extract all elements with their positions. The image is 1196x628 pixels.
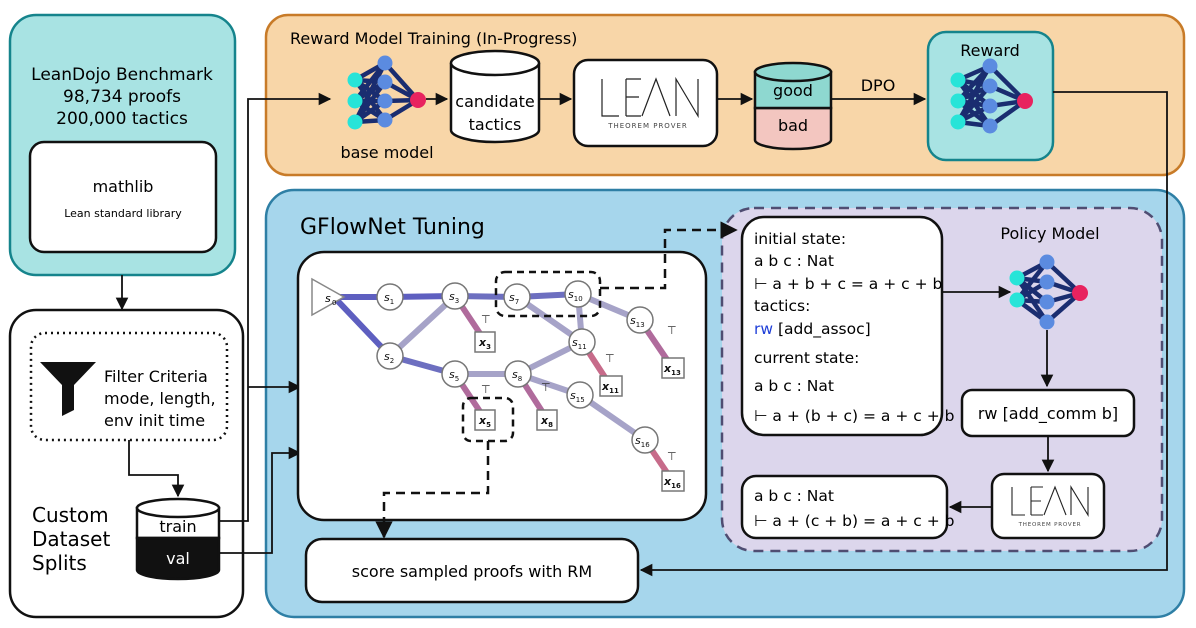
lean-logo-bottom — [1011, 485, 1089, 517]
arrow-train-to-base-model — [219, 92, 332, 522]
svg-text:⊤: ⊤ — [667, 324, 677, 337]
base-model-network-icon — [347, 55, 426, 130]
val-label: val — [166, 549, 190, 568]
state-line-1: a b c : Nat — [754, 252, 834, 270]
benchmark-tactics: 200,000 tactics — [56, 109, 188, 129]
svg-text:0: 0 — [332, 299, 336, 307]
mathlib-desc: Lean standard library — [64, 207, 182, 220]
node-s10 — [564, 280, 592, 308]
lean-subtitle-bottom: THEOREM PROVER — [1018, 522, 1082, 528]
result-box — [740, 474, 949, 540]
svg-text:⊤: ⊤ — [605, 352, 615, 365]
node-s1 — [376, 283, 404, 311]
dashed-arrow-to-policy — [600, 221, 738, 290]
dataset-label-3: Splits — [32, 551, 87, 575]
score-label: score sampled proofs with RM — [352, 562, 592, 581]
mathlib-box — [28, 140, 218, 254]
lean-logo-top — [601, 76, 699, 119]
base-model-label: base model — [340, 143, 433, 162]
svg-text:s2: s2 — [384, 350, 394, 365]
filter-line3: env init time — [104, 411, 205, 430]
trajectory-graph-panel — [296, 250, 708, 522]
node-s3 — [441, 282, 469, 310]
terminal-x16 — [661, 470, 685, 492]
result-line-1: a b c : Nat — [754, 487, 834, 505]
svg-text:s7: s7 — [509, 291, 519, 306]
policy-model-title: Policy Model — [1000, 224, 1099, 243]
rw-keyword: rw — [754, 320, 773, 338]
reward-training-title: Reward Model Training (In-Progress) — [290, 29, 577, 48]
reward-label: Reward — [960, 41, 1020, 60]
terminal-x5 — [474, 409, 496, 431]
node-s11 — [568, 328, 596, 356]
svg-text:s8: s8 — [512, 368, 522, 383]
candidate-label-2: tactics — [469, 115, 522, 134]
svg-text:⊤: ⊤ — [481, 383, 491, 396]
policy-network-icon — [1009, 254, 1088, 330]
reward-network-icon — [950, 58, 1033, 134]
svg-text:s3: s3 — [449, 290, 459, 305]
node-s8 — [504, 360, 532, 388]
node-s7 — [503, 283, 531, 311]
result-line-2: ⊢ a + (c + b) = a + c + b — [754, 512, 954, 530]
state-line-3: tactics: — [754, 297, 810, 315]
node-s2 — [376, 342, 404, 370]
svg-text:⊤: ⊤ — [667, 450, 677, 463]
highlight-s7-s10 — [494, 270, 602, 318]
filter-box — [29, 331, 229, 442]
filter-title: Filter Criteria — [104, 367, 208, 386]
state-line-6: a b c : Nat — [754, 377, 834, 395]
arrow-filter-to-splits — [128, 440, 185, 498]
filter-line2: mode, length, — [104, 389, 216, 408]
candidate-label-1: candidate — [455, 92, 534, 111]
dataset-label-2: Dataset — [32, 527, 110, 551]
terminal-x11 — [599, 375, 623, 397]
terminal-x3 — [474, 331, 496, 353]
state-line-4: rw [add_assoc] — [754, 320, 871, 339]
svg-text:s: s — [325, 292, 331, 305]
arrow-reward-to-score — [639, 91, 1168, 577]
lean-subtitle-top: THEOREM PROVER — [607, 122, 688, 130]
node-s15 — [566, 381, 594, 409]
lean-prover-box-top — [572, 58, 719, 148]
node-s5 — [441, 360, 469, 388]
dpo-label: DPO — [861, 76, 896, 95]
mathlib-title: mathlib — [93, 177, 154, 196]
svg-text:s5: s5 — [449, 368, 459, 383]
score-box — [304, 537, 640, 604]
good-label: good — [773, 81, 813, 100]
state-line-7: ⊢ a + (b + c) = a + c + b — [754, 407, 954, 425]
benchmark-title: LeanDojo Benchmark — [31, 65, 213, 85]
svg-text:s1: s1 — [384, 291, 394, 306]
train-label: train — [159, 517, 196, 536]
state-line-5: current state: — [754, 349, 859, 367]
benchmark-proofs: 98,734 proofs — [63, 87, 181, 107]
node-s0 — [311, 277, 346, 317]
svg-text:⊤: ⊤ — [541, 381, 551, 394]
state-box — [740, 215, 944, 437]
svg-text:⊤: ⊤ — [481, 313, 491, 326]
dataset-label-1: Custom — [32, 503, 109, 527]
terminal-x8 — [536, 409, 558, 431]
funnel-icon — [40, 362, 96, 416]
state-line-0: initial state: — [754, 230, 846, 248]
preference-cylinder — [753, 61, 833, 151]
arrow-val-to-gflownet — [219, 446, 302, 554]
candidate-tactics-cylinder — [449, 49, 541, 144]
gflownet-title: GFlowNet Tuning — [300, 215, 485, 240]
node-s16 — [631, 426, 659, 454]
state-line-2: ⊢ a + b + c = a + c + b — [754, 275, 942, 293]
splits-cylinder — [135, 497, 221, 581]
node-s13 — [626, 306, 654, 334]
terminal-x13 — [661, 357, 685, 379]
action-label: rw [add_comm b] — [978, 404, 1118, 424]
bad-label: bad — [778, 116, 808, 135]
